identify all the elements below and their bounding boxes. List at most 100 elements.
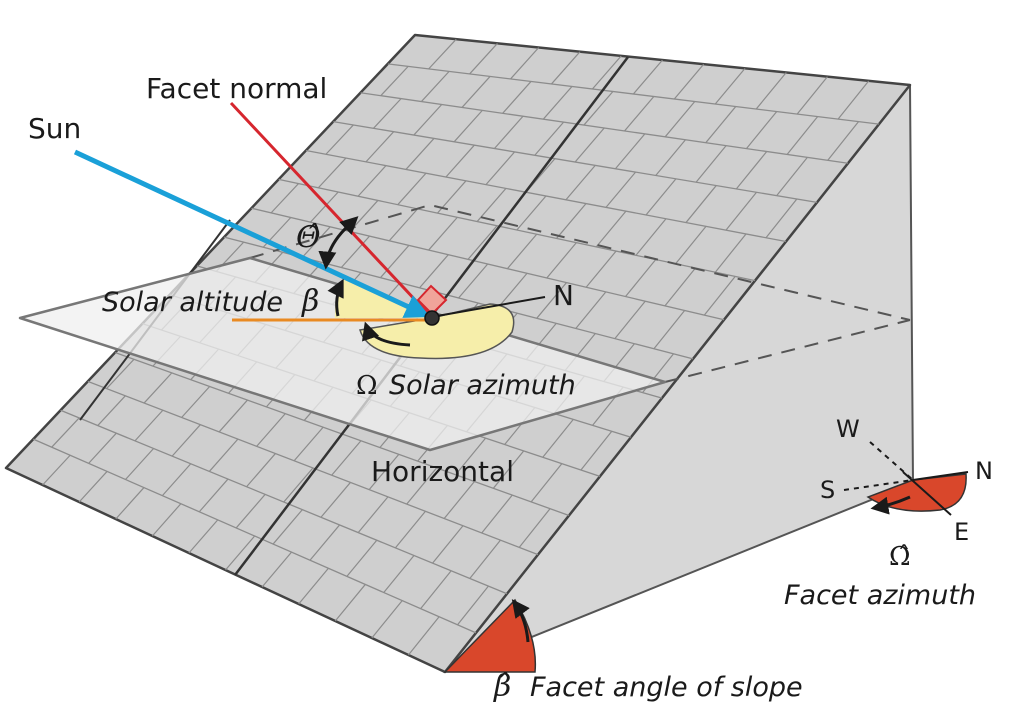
tile-joint-line: [664, 267, 696, 307]
tile-joint-line: [413, 104, 443, 136]
tile-joint-line: [432, 525, 464, 564]
tile-joint-line: [655, 139, 686, 176]
facet-slope-arc: [511, 599, 530, 643]
sun-ray-arrow: [73, 149, 431, 319]
tile-joint-line: [534, 121, 565, 156]
north-label: N: [553, 279, 574, 312]
compass-n-e-line: [902, 471, 952, 516]
omega-hat-label: Ω̂: [889, 542, 911, 572]
tile-joint-line: [675, 225, 707, 265]
tile-joint-line: [530, 463, 563, 503]
tile-joint-line: [653, 310, 686, 350]
tile-joint-line: [325, 124, 354, 155]
tile-joint-line: [765, 198, 798, 239]
facet-normal-label: Facet normal: [146, 72, 327, 105]
tile-joint-line: [394, 510, 426, 549]
tile-joint-line: [405, 138, 435, 170]
compass-s-line: [843, 479, 914, 491]
tile-joint-line: [481, 494, 513, 534]
tile-joint-line: [357, 496, 389, 533]
tile-joint-line: [235, 493, 266, 529]
tile-joint-line: [283, 467, 314, 503]
tile-joint-line: [703, 276, 736, 316]
tile-joint-line: [388, 208, 419, 242]
tile-joint-line: [383, 555, 415, 593]
tile-joint-line: [485, 151, 516, 186]
tile-joint-line: [510, 47, 540, 80]
tile-joint-line: [518, 508, 551, 548]
tile-joint-line: [97, 395, 126, 426]
tile-joint-line: [406, 467, 438, 505]
tile-joint-line: [632, 59, 663, 95]
tile-joint-line: [745, 111, 778, 149]
tile-joint-line: [428, 216, 458, 251]
tile-joint-line: [625, 259, 657, 297]
hidden-plane-line: [249, 203, 911, 321]
tile-joint-line: [334, 584, 366, 622]
tile-joint-line: [188, 519, 219, 554]
tile-joint-line: [664, 101, 696, 138]
tile-joint-line: [469, 539, 501, 579]
tile-joint-line: [151, 503, 182, 537]
tile-joint-line: [542, 86, 573, 120]
tile-joint-line: [246, 453, 276, 488]
tile-joint-line: [125, 448, 154, 480]
tile-joint-line: [106, 358, 135, 390]
tile-joint-line: [695, 145, 727, 183]
tile-joint-line: [161, 463, 192, 497]
facet-azimuth-label: Facet azimuth: [784, 580, 976, 611]
tile-joint-line: [755, 72, 787, 110]
tile-joint-line: [310, 191, 339, 223]
tile-joint-line: [88, 432, 117, 464]
tile-joint-line: [373, 98, 402, 129]
tile-joint-line: [143, 372, 173, 404]
tile-joint-line: [397, 172, 427, 206]
tile-joint-line: [585, 250, 617, 288]
tile-joint-line: [380, 65, 409, 97]
tile-joint-line: [453, 109, 483, 143]
tile-joint-line: [261, 551, 292, 588]
tile-joint-line: [714, 67, 746, 105]
compass-n-line: [912, 471, 969, 481]
tile-joint-line: [536, 282, 567, 319]
compass-s-label: S: [820, 476, 835, 504]
tile-joint-line: [497, 272, 528, 309]
solar-altitude-label: Solar altitude: [102, 287, 283, 318]
tile-joint-line: [685, 185, 717, 223]
north-direction-line: [436, 296, 546, 317]
tile-joint-line: [445, 144, 475, 178]
tile-joint-line: [614, 133, 646, 170]
tile-joint-line: [379, 245, 410, 279]
tile-joint-line: [467, 225, 498, 260]
tile-joint-line: [443, 481, 475, 519]
tile-joint-line: [516, 195, 547, 231]
tile-joint-line: [51, 417, 80, 448]
tile-joint-line: [218, 399, 248, 433]
tile-joint-line: [420, 570, 452, 610]
compass-n-label: N: [975, 457, 993, 485]
tile-joint-line: [725, 191, 757, 231]
tile-joint-line: [614, 300, 646, 340]
tile-joint-line: [575, 291, 607, 329]
tile-joint-line: [320, 482, 351, 518]
tile-joint-line: [134, 409, 164, 442]
tile-joint-line: [546, 242, 577, 279]
tile-joint-line: [591, 55, 622, 90]
tile-joint-line: [309, 524, 341, 561]
tile-joint-line: [635, 218, 667, 256]
tile-joint-line: [494, 115, 524, 149]
tile-joint-line: [272, 509, 303, 545]
tile-joint-line: [181, 386, 211, 418]
tile-joint-line: [371, 600, 403, 639]
facet-azimuth-arc: [870, 495, 911, 515]
solar-azimuth-label: Solar azimuth: [389, 370, 576, 401]
tile-joint-line: [565, 164, 596, 201]
solar-azimuth-arc: [362, 321, 411, 347]
tile-joint-line: [556, 203, 587, 239]
tile-joint-line: [551, 51, 581, 85]
tile-joint-line: [419, 254, 449, 289]
tile-joint-line: [368, 453, 400, 491]
tile-joint-line: [796, 76, 828, 115]
tile-joint-line: [502, 81, 532, 114]
